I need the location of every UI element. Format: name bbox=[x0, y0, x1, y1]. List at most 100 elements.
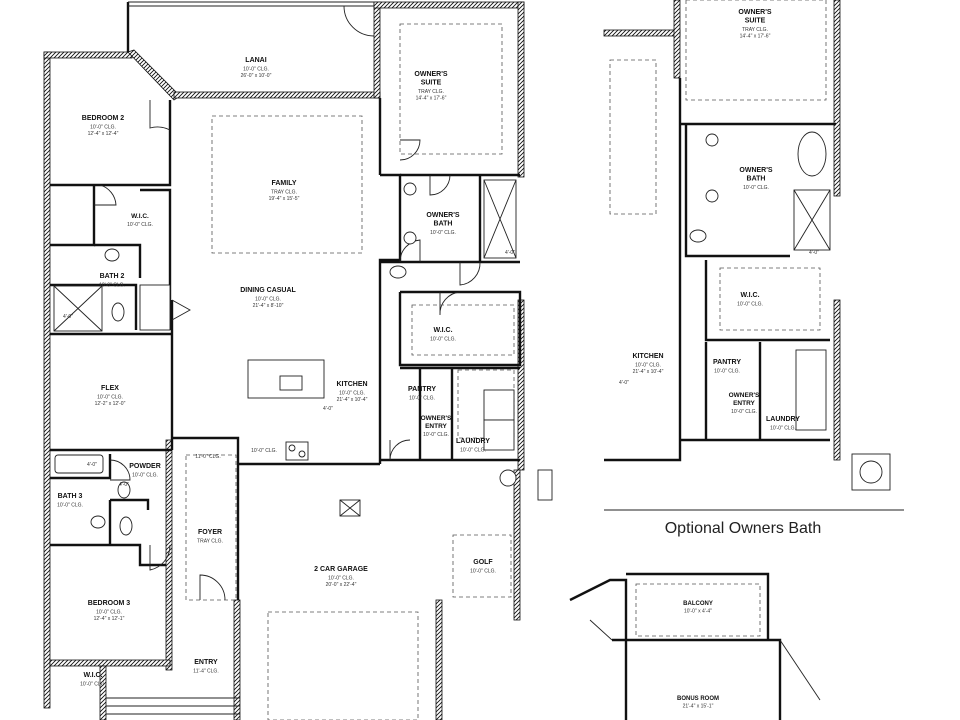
door-entry bbox=[199, 574, 226, 601]
water-heater bbox=[499, 469, 517, 487]
room-name: BALCONY bbox=[683, 601, 713, 607]
room-dimension: 10'-0" CLG. bbox=[430, 230, 456, 236]
room-dimension: 10'-0" CLG. bbox=[430, 337, 456, 343]
room-label-bath-3: BATH 3 10'-0" CLG. bbox=[57, 493, 83, 509]
room-dimension: 26'-0" x 10'-0" bbox=[241, 73, 272, 79]
wall-ob-left bbox=[378, 173, 402, 300]
toilet-bath2 bbox=[111, 302, 125, 322]
wall-lanai-right bbox=[373, 1, 381, 99]
room-name: BATH 3 bbox=[58, 493, 83, 500]
wall-bed3-bottom bbox=[49, 659, 171, 667]
opt-sink-2 bbox=[705, 189, 719, 203]
room-dimension: 10'-0" CLG. bbox=[132, 473, 158, 479]
wall-lanai-angle-left bbox=[127, 49, 181, 101]
opt-wall-right-low bbox=[833, 299, 841, 461]
wall-powder-bottom bbox=[110, 498, 150, 510]
wall-bath3-top bbox=[50, 454, 112, 480]
shower-drain-x bbox=[53, 285, 103, 332]
room-dimension: 10'-0" CLG. bbox=[243, 67, 269, 73]
wall-wic3-right bbox=[99, 665, 107, 720]
room-dimension: 21'-4" x 15'-1" bbox=[683, 704, 714, 710]
dim-note: 4'-0" bbox=[87, 462, 97, 468]
room-dimension: 20'-0" x 22'-4" bbox=[326, 582, 357, 588]
sink-ob-2 bbox=[403, 231, 417, 245]
room-name: BEDROOM 3 bbox=[88, 600, 131, 607]
room-name: W.I.C. bbox=[740, 292, 759, 299]
washer bbox=[483, 389, 515, 421]
toilet-ob bbox=[389, 265, 407, 279]
dim-note: 4'-0" bbox=[619, 380, 629, 386]
room-name: OWNER'S bbox=[738, 9, 771, 16]
wall-lanai-bottom bbox=[173, 91, 381, 99]
wall-owners-right bbox=[517, 1, 525, 178]
room-name: KITCHEN bbox=[336, 381, 367, 388]
room-dimension: 10'-0" CLG. bbox=[99, 283, 125, 289]
burner bbox=[288, 444, 296, 452]
room-name: DINING CASUAL bbox=[240, 287, 296, 294]
room-dimension: 11'-4" CLG. bbox=[193, 669, 218, 675]
door-wic2 bbox=[439, 291, 461, 316]
door-bed2 bbox=[149, 100, 171, 131]
room-label-laundry: LAUNDRY 10'-0" CLG. bbox=[456, 438, 490, 454]
burner bbox=[298, 450, 306, 458]
room-dimension: 10'-0" x 4'-4" bbox=[684, 609, 712, 615]
room-dimension: 10'-0" CLG. bbox=[57, 503, 83, 509]
dryer bbox=[483, 419, 515, 451]
room-dimension: 12'-2" x 12'-0" bbox=[95, 401, 126, 407]
wall-wic1-left bbox=[50, 185, 96, 247]
garage-door-dash bbox=[267, 611, 419, 720]
room-label-golf: GOLF 10'-0" CLG. bbox=[470, 559, 496, 575]
room-name: POWDER bbox=[129, 463, 161, 470]
wall-west bbox=[43, 51, 51, 709]
room-name: OWNER'S bbox=[414, 71, 447, 78]
room-name: BATH bbox=[434, 221, 453, 228]
sink-bath3 bbox=[90, 515, 106, 529]
room-label-powder: POWDER 10'-0" CLG. bbox=[129, 463, 161, 479]
room-name: ENTRY bbox=[194, 659, 218, 666]
room-dimension: 10'-0" CLG. bbox=[770, 426, 796, 432]
room-label-bedroom-2: BEDROOM 210'-0" CLG.12'-4" x 12'-4" bbox=[82, 115, 125, 137]
room-dimension: 10'-0" CLG. bbox=[255, 297, 281, 303]
room-dimension: 10'-0" CLG. bbox=[80, 682, 106, 688]
room-label-bath-2: BATH 210'-0" CLG. bbox=[99, 273, 125, 289]
wall-bed2-bottom bbox=[50, 100, 172, 187]
optional-plan-caption: Optional Owners Bath bbox=[665, 520, 822, 537]
stair-line bbox=[589, 619, 613, 641]
room-dimension: 21'-4" x 10'-4" bbox=[337, 397, 368, 403]
opt-wall-bath bbox=[684, 124, 790, 258]
room-dimension: 10'-0" CLG. bbox=[328, 576, 354, 582]
balcony-dash bbox=[635, 583, 761, 637]
dim-note: 4'-0" bbox=[63, 314, 73, 320]
wall-garage-right bbox=[513, 469, 521, 621]
room-name: OWNER'S bbox=[421, 415, 452, 422]
room-dimension: 10'-0" CLG. bbox=[97, 395, 123, 401]
room-dimension: TRAY CLG. bbox=[271, 190, 297, 196]
opt-toilet bbox=[689, 229, 707, 243]
room-name: GOLF bbox=[473, 559, 493, 566]
room-name: LAUNDRY bbox=[456, 438, 490, 445]
room-dimension: 10'-0" CLG. bbox=[470, 569, 496, 575]
stair-wall bbox=[569, 578, 628, 720]
room-name: FLEX bbox=[101, 385, 119, 392]
opt-wall-top-left bbox=[603, 29, 681, 37]
room-name: PANTRY bbox=[408, 386, 436, 393]
room-dimension: 10'-0" CLG. bbox=[460, 448, 486, 454]
opt-ac-fan bbox=[859, 460, 883, 484]
laundry-dash bbox=[457, 369, 515, 439]
linen-bath2 bbox=[139, 284, 171, 331]
room-dimension: 12'-4" x 12'-1" bbox=[94, 616, 125, 622]
opt-wall-owners-left bbox=[673, 0, 681, 79]
room-name: 2 CAR GARAGE bbox=[314, 566, 368, 573]
room-name: FOYER bbox=[198, 529, 222, 536]
wall-foyer-left bbox=[165, 439, 173, 671]
